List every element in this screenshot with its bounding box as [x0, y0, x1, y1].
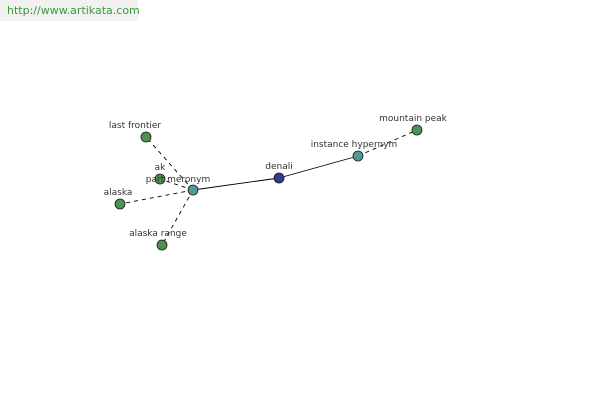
node-last-frontier[interactable]: [140, 131, 152, 143]
node-label-instance-hypernym[interactable]: instance hypernym: [311, 140, 398, 150]
url-bar: http://www.artikata.com: [0, 0, 140, 21]
node-label-denali[interactable]: denali: [265, 162, 292, 172]
node-label-ak[interactable]: ak: [155, 163, 167, 173]
node-label-mountain-peak[interactable]: mountain peak: [379, 114, 448, 124]
node-label-part-meronym[interactable]: part meronym: [146, 175, 210, 185]
node-part-meronym[interactable]: [187, 184, 199, 196]
edge-part-meronym-to-last-frontier: [145, 136, 194, 191]
node-ak[interactable]: [154, 173, 166, 185]
edge-denali-to-instance-hypernym: [278, 155, 359, 179]
node-alaska[interactable]: [114, 198, 126, 210]
site-url-link[interactable]: http://www.artikata.com: [7, 4, 140, 17]
node-label-alaska-range[interactable]: alaska range: [129, 229, 187, 239]
node-alaska-range[interactable]: [156, 239, 168, 251]
edges-layer: [119, 129, 418, 246]
edge-part-meronym-to-alaska-range: [161, 189, 194, 246]
edge-part-meronym-to-ak: [159, 178, 194, 191]
node-label-last-frontier[interactable]: last frontier: [109, 121, 162, 131]
node-mountain-peak[interactable]: [411, 124, 423, 136]
labels-layer: denali part meronym instance hypernym last …: [104, 114, 448, 239]
node-instance-hypernym[interactable]: [352, 150, 364, 162]
node-label-alaska[interactable]: alaska: [104, 188, 133, 198]
node-denali[interactable]: [273, 172, 285, 184]
edge-instance-hypernym-to-mountain-peak: [357, 129, 418, 157]
edge-denali-to-part-meronym: [192, 177, 280, 191]
nodes-layer: [114, 124, 423, 251]
